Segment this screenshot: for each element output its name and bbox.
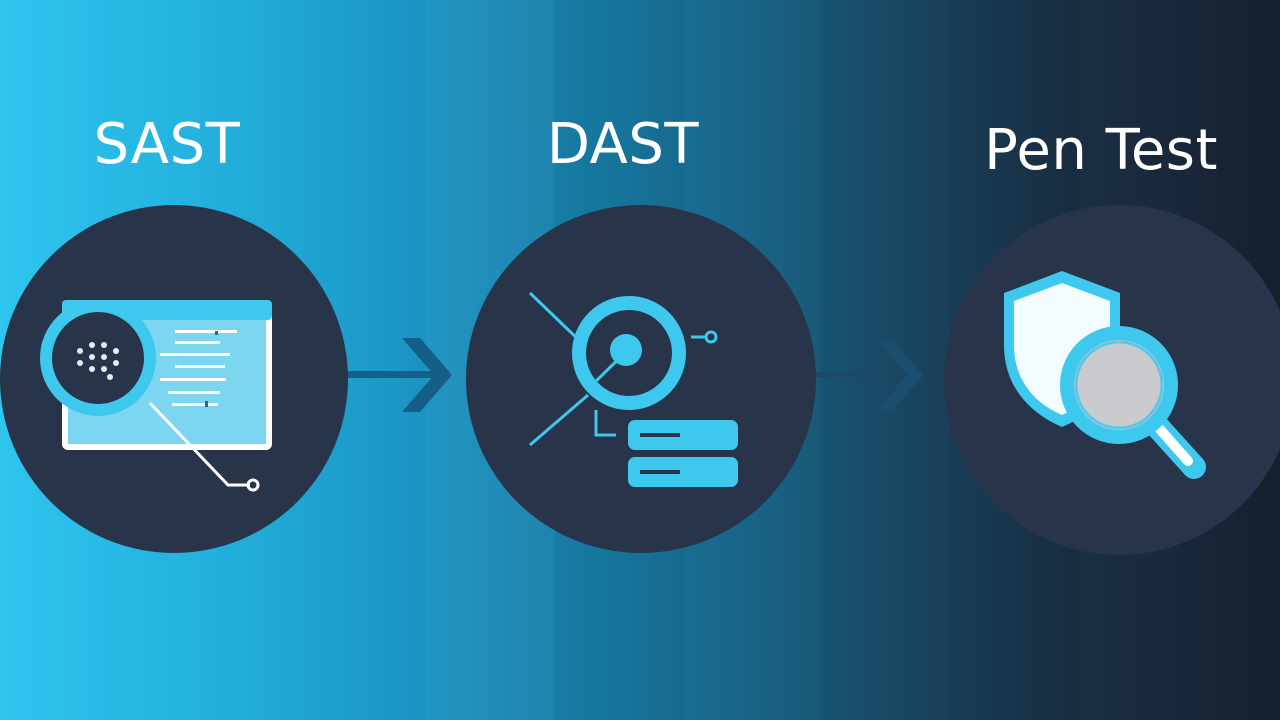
- target-database-icon: [528, 291, 738, 487]
- background-band: [820, 0, 950, 720]
- shield-magnifier-icon: [1004, 271, 1206, 479]
- stage-title-pen-test: Pen Test: [984, 118, 1218, 183]
- arrow-right-icon: [340, 338, 452, 412]
- arrow-right-icon: [815, 340, 923, 410]
- code-magnifier-icon: [40, 300, 272, 492]
- stage-title-dast: DAST: [546, 112, 700, 177]
- stage-title-sast: SAST: [93, 112, 241, 177]
